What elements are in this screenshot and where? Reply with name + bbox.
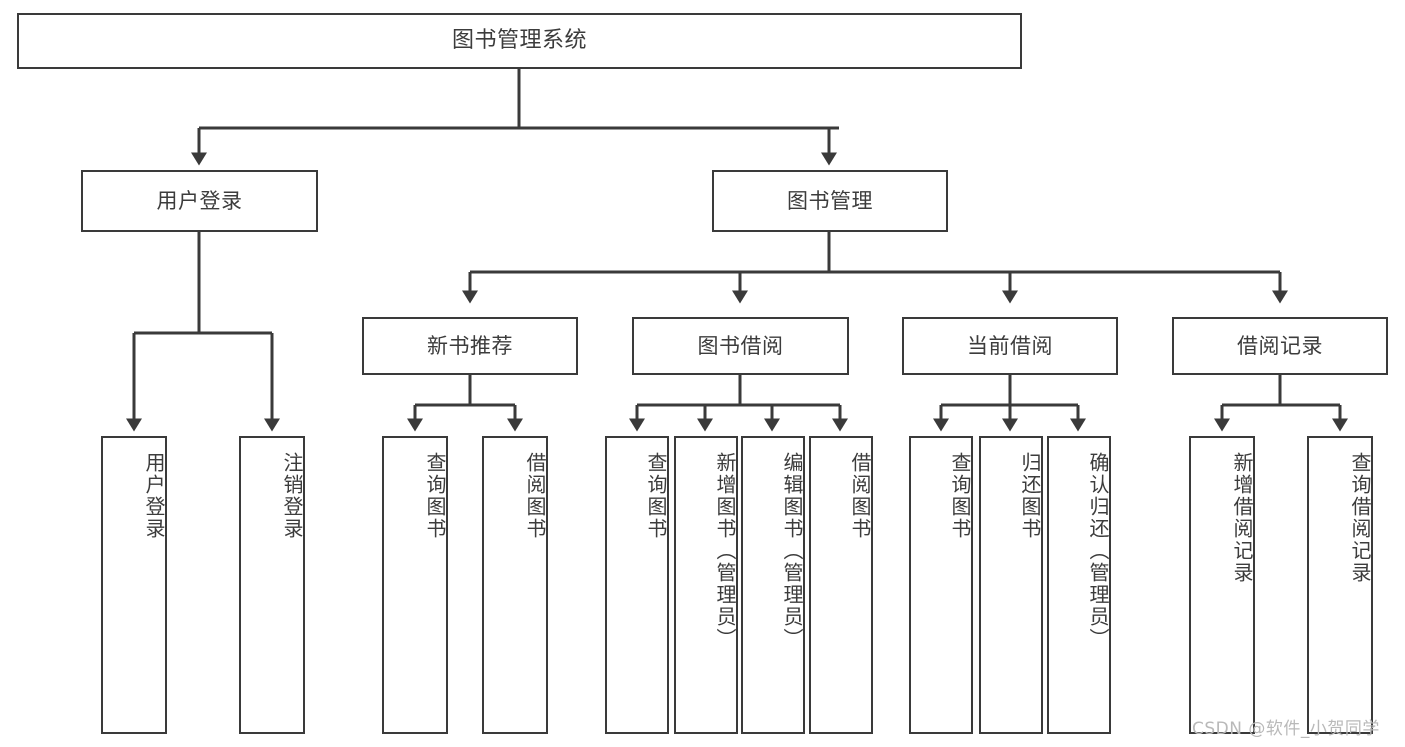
node-new-book-recommend[interactable]: 新书推荐 xyxy=(362,317,578,375)
csdn-watermark: CSDN @软件_小贺同学 xyxy=(1192,719,1380,739)
leaf-query-borrow-record[interactable]: 查询借阅记录 xyxy=(1307,436,1373,734)
node-root-system[interactable]: 图书管理系统 xyxy=(17,13,1022,69)
leaf-add-book-admin[interactable]: 新增图书（管理员） xyxy=(674,436,738,734)
leaf-label: 查询图书 xyxy=(644,452,668,540)
leaf-query-book-newbook[interactable]: 查询图书 xyxy=(382,436,448,734)
leaf-logout[interactable]: 注销登录 xyxy=(239,436,305,734)
leaf-return-book[interactable]: 归还图书 xyxy=(979,436,1043,734)
leaf-label: 查询图书 xyxy=(948,452,972,540)
leaf-label: 用户登录 xyxy=(142,452,166,540)
leaf-label: 借阅图书 xyxy=(523,452,547,540)
leaf-label: 查询图书 xyxy=(423,452,447,540)
leaf-confirm-return-admin[interactable]: 确认归还（管理员） xyxy=(1047,436,1111,734)
leaf-label: 注销登录 xyxy=(280,452,304,540)
leaf-label: 查询借阅记录 xyxy=(1348,452,1372,584)
leaf-label: 新增借阅记录 xyxy=(1230,452,1254,584)
leaf-add-borrow-record[interactable]: 新增借阅记录 xyxy=(1189,436,1255,734)
leaf-label: 编辑图书（管理员） xyxy=(780,452,804,650)
node-book-borrow[interactable]: 图书借阅 xyxy=(632,317,849,375)
leaf-label: 归还图书 xyxy=(1018,452,1042,540)
leaf-edit-book-admin[interactable]: 编辑图书（管理员） xyxy=(741,436,805,734)
leaf-label: 新增图书（管理员） xyxy=(713,452,737,650)
leaf-user-login[interactable]: 用户登录 xyxy=(101,436,167,734)
leaf-query-book-current[interactable]: 查询图书 xyxy=(909,436,973,734)
node-current-borrow[interactable]: 当前借阅 xyxy=(902,317,1118,375)
leaf-borrow-book-newbook[interactable]: 借阅图书 xyxy=(482,436,548,734)
node-borrow-records[interactable]: 借阅记录 xyxy=(1172,317,1388,375)
node-user-login[interactable]: 用户登录 xyxy=(81,170,318,232)
leaf-query-book-borrow[interactable]: 查询图书 xyxy=(605,436,669,734)
leaf-borrow-book[interactable]: 借阅图书 xyxy=(809,436,873,734)
node-book-management[interactable]: 图书管理 xyxy=(712,170,948,232)
leaf-label: 确认归还（管理员） xyxy=(1086,452,1110,650)
leaf-label: 借阅图书 xyxy=(848,452,872,540)
